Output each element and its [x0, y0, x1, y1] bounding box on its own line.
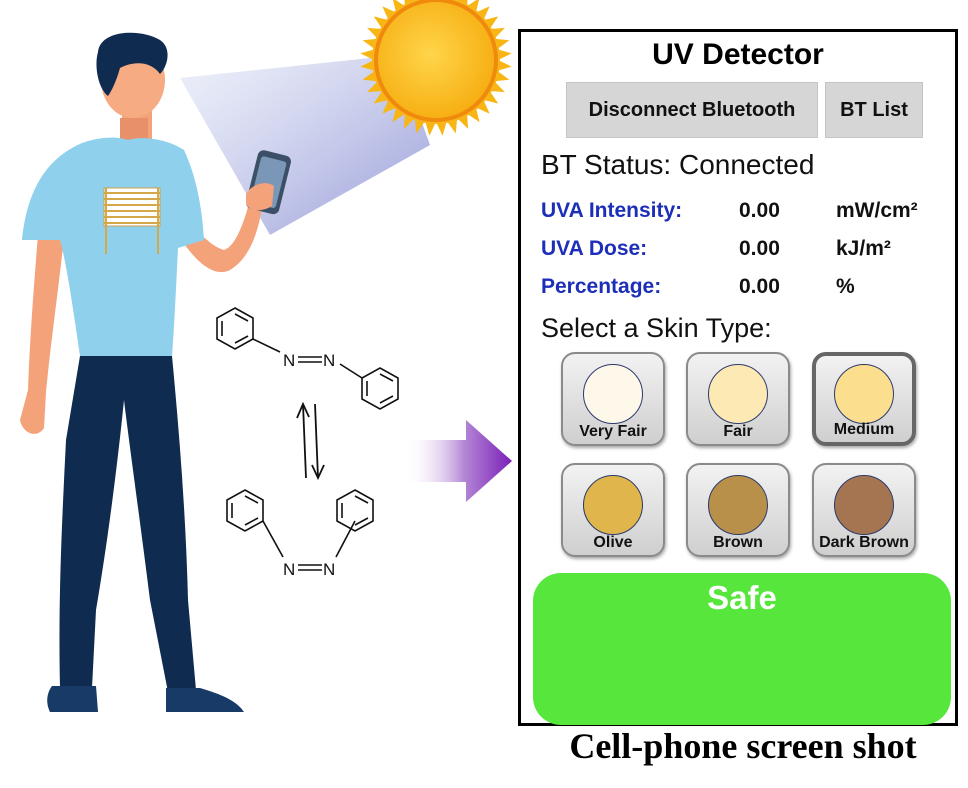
- uva-dose-value: 0.00: [739, 237, 780, 260]
- phone-screen: UV Detector Disconnect Bluetooth BT List…: [518, 29, 958, 726]
- skin-swatch: [708, 475, 768, 535]
- figure-caption: Cell-phone screen shot: [569, 726, 917, 766]
- sun-icon: [360, 0, 512, 136]
- skin-swatch: [583, 475, 643, 535]
- skin-option-label: Brown: [713, 534, 763, 551]
- skin-option-fair[interactable]: Fair: [686, 352, 790, 446]
- skin-option-olive[interactable]: Olive: [561, 463, 665, 557]
- azobenzene-cis-molecule: [226, 489, 374, 571]
- skin-option-brown[interactable]: Brown: [686, 463, 790, 557]
- skin-option-very-fair[interactable]: Very Fair: [561, 352, 665, 446]
- atom-label-n4: N: [323, 560, 335, 579]
- percentage-value: 0.00: [739, 275, 780, 298]
- skin-swatch: [583, 364, 643, 424]
- skin-option-label: Very Fair: [579, 423, 647, 440]
- uv-status-panel: Safe: [533, 573, 951, 725]
- skin-option-medium[interactable]: Medium: [812, 352, 916, 446]
- bt-list-button[interactable]: BT List: [825, 82, 923, 138]
- skin-option-dark-brown[interactable]: Dark Brown: [812, 463, 916, 557]
- atom-label-n3: N: [283, 560, 295, 579]
- app-title: UV Detector: [652, 38, 824, 71]
- azobenzene-trans-molecule: [216, 307, 399, 410]
- process-arrow-icon: [405, 420, 512, 502]
- skin-option-label: Medium: [833, 421, 895, 438]
- skin-option-label: Fair: [723, 423, 753, 440]
- disconnect-bluetooth-button[interactable]: Disconnect Bluetooth: [566, 82, 818, 138]
- atom-label-n1: N: [283, 351, 295, 370]
- sunlight-beam: [180, 55, 430, 235]
- percentage-label: Percentage:: [541, 275, 662, 298]
- person-illustration: [20, 32, 291, 712]
- skin-option-label: Olive: [593, 534, 633, 551]
- uva-dose-unit: kJ/m²: [836, 237, 891, 260]
- equilibrium-arrows-icon: [296, 401, 325, 481]
- skin-swatch: [708, 364, 768, 424]
- skin-swatch: [834, 364, 894, 424]
- percentage-unit: %: [836, 275, 855, 298]
- uv-status-label: Safe: [707, 579, 777, 616]
- uva-dose-label: UVA Dose:: [541, 237, 648, 260]
- skin-option-label: Dark Brown: [819, 534, 909, 551]
- uva-intensity-unit: mW/cm²: [836, 199, 918, 222]
- atom-label-n2: N: [323, 351, 335, 370]
- skin-type-prompt: Select a Skin Type:: [541, 313, 772, 343]
- bt-status-text: BT Status: Connected: [541, 149, 815, 180]
- skin-swatch: [834, 475, 894, 535]
- uva-intensity-label: UVA Intensity:: [541, 199, 683, 222]
- uva-intensity-value: 0.00: [739, 199, 780, 222]
